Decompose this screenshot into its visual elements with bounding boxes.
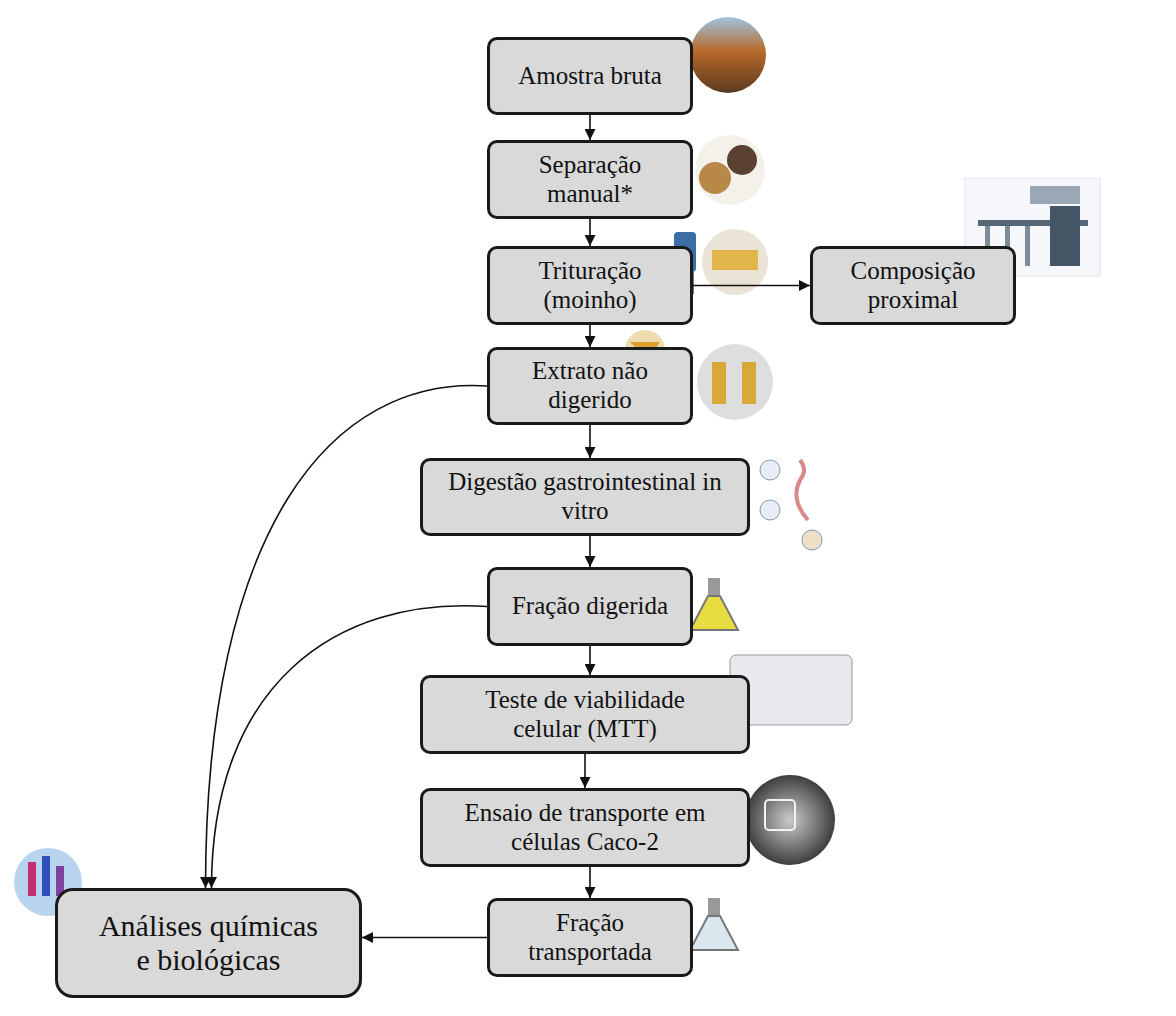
box-label: Fração transportada <box>500 909 680 967</box>
flow-arrow <box>589 646 591 675</box>
process-box: Teste de viabilidade celular (MTT) <box>420 675 750 754</box>
process-box: Separação manual* <box>487 140 693 219</box>
process-box: Digestão gastrointestinal in vitro <box>420 458 750 536</box>
flow-arrow <box>693 285 810 287</box>
flow-arrow <box>589 536 591 567</box>
digestion-scheme <box>752 452 832 552</box>
box-label: Composição proximal <box>823 257 1003 315</box>
box-label: Amostra bruta <box>518 62 662 91</box>
flow-arrow <box>589 867 591 898</box>
flow-arrow <box>589 325 591 347</box>
flask-yellow <box>690 578 738 630</box>
box-label: Trituração (moinho) <box>500 257 680 315</box>
box-label: Separação manual* <box>500 151 680 209</box>
process-box: Trituração (moinho) <box>487 246 693 325</box>
box-label: Teste de viabilidade celular (MTT) <box>463 686 707 744</box>
box-label: Digestão gastrointestinal in vitro <box>443 468 727 526</box>
box-label: Fração digerida <box>512 592 668 621</box>
flow-arrow <box>589 115 591 140</box>
process-box: Ensaio de transporte em células Caco-2 <box>420 788 750 867</box>
process-box: Extrato não digerido <box>487 347 693 425</box>
flow-arrow <box>362 937 487 939</box>
process-box: Fração digerida <box>487 567 693 646</box>
flow-arrow <box>589 219 591 246</box>
output-box: Análises químicas e biológicas <box>55 888 362 998</box>
box-label: Análises químicas e biológicas <box>90 909 327 978</box>
transwell-photo <box>745 775 835 865</box>
sample-photo <box>690 17 766 93</box>
flow-arrow <box>589 425 591 458</box>
flow-arrow <box>584 754 586 788</box>
flask-clear <box>690 898 738 950</box>
pollen-photo <box>695 135 765 205</box>
process-box: Amostra bruta <box>487 37 693 115</box>
process-box: Fração transportada <box>487 898 693 977</box>
box-label: Ensaio de transporte em células Caco-2 <box>463 799 707 857</box>
process-box: Composição proximal <box>810 246 1016 325</box>
box-label: Extrato não digerido <box>500 357 680 415</box>
